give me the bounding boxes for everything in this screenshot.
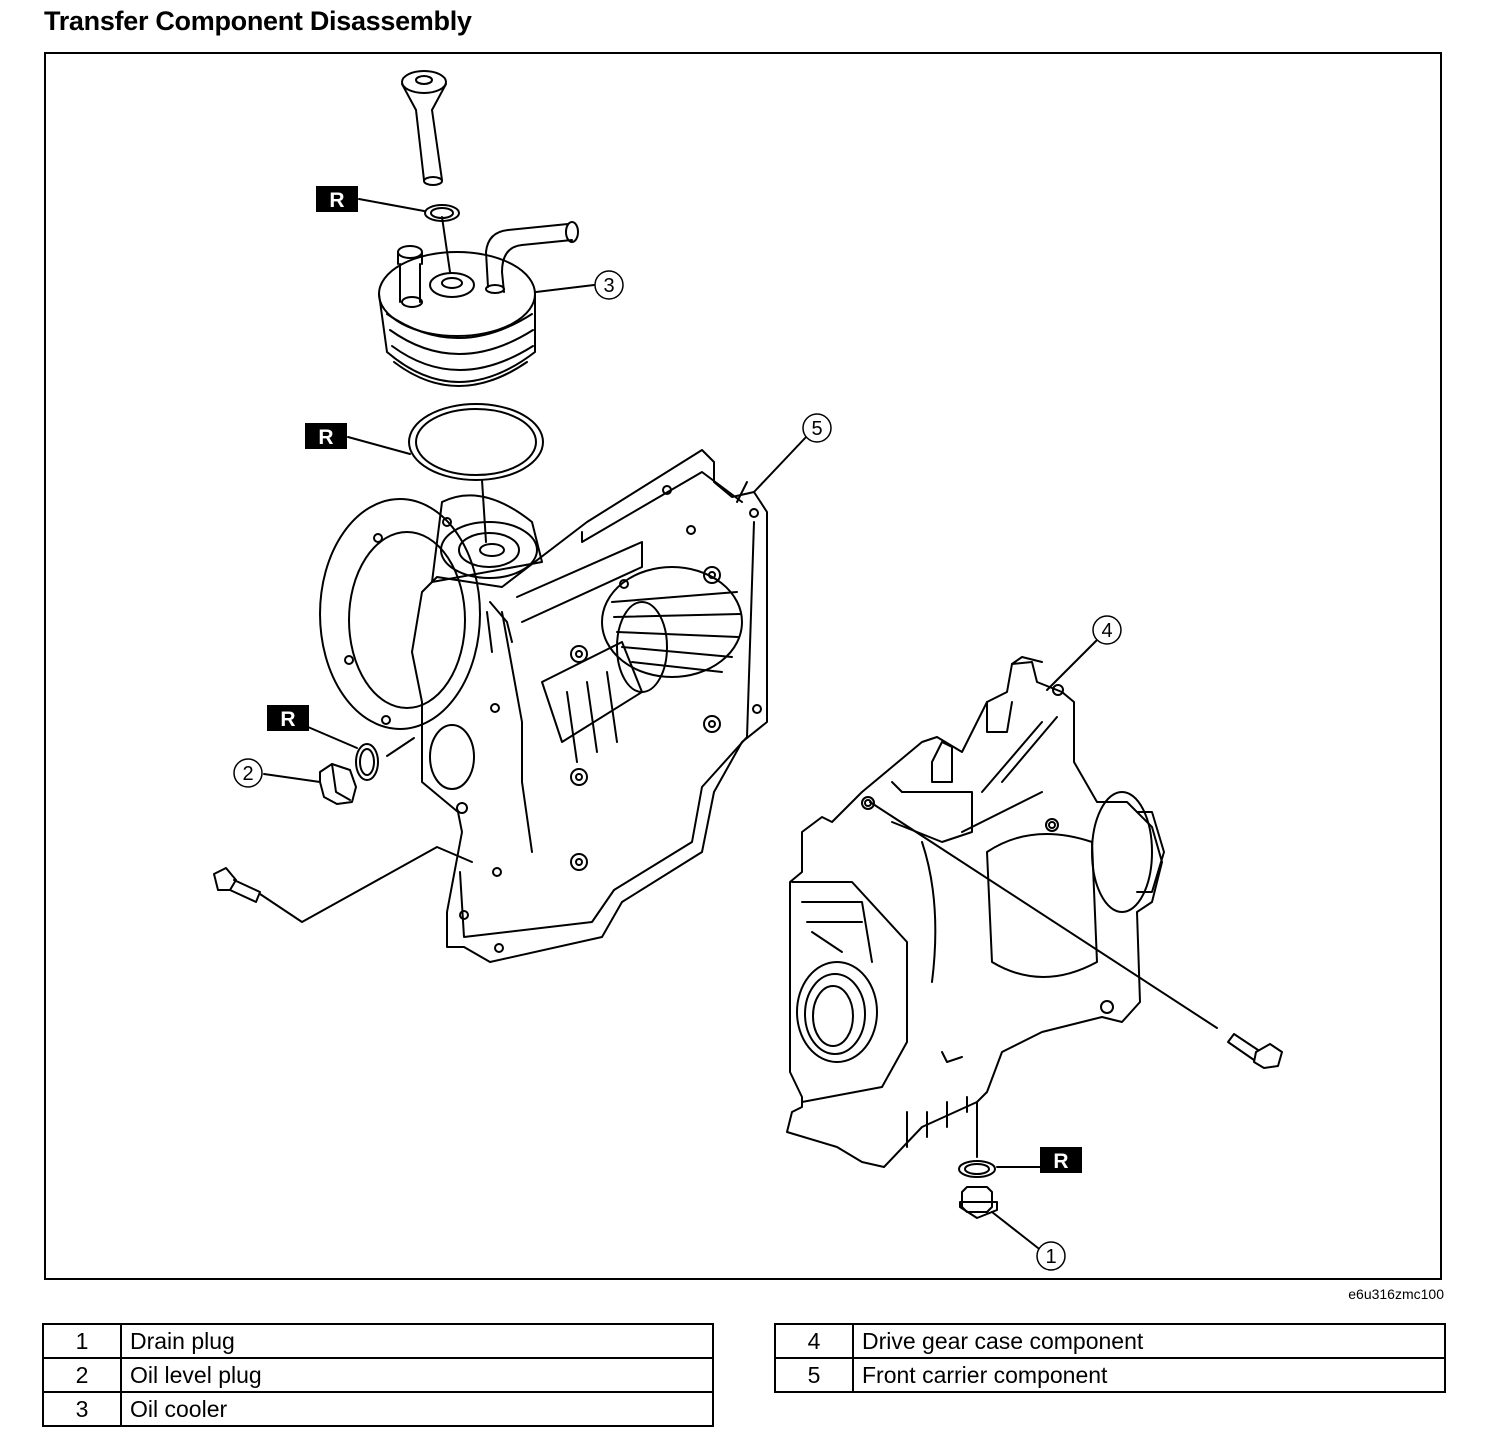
- oil-level-plug-drawing: [263, 763, 357, 805]
- svg-text:1: 1: [1045, 1246, 1056, 1268]
- replace-marks: R R R R 1 2 3: [233, 186, 1122, 1271]
- leader-3: [535, 284, 595, 293]
- replace-mark-2: R: [305, 423, 347, 449]
- svg-text:R: R: [1053, 1150, 1068, 1173]
- legend-row: 1 Drain plug: [42, 1323, 714, 1359]
- svg-text:R: R: [280, 708, 295, 731]
- legend-label: Oil level plug: [120, 1357, 714, 1393]
- svg-text:3: 3: [603, 275, 614, 297]
- legend-number: 4: [774, 1323, 854, 1359]
- legend-number: 2: [42, 1357, 122, 1393]
- gasket-oil-level: [307, 726, 415, 781]
- legend-label: Oil cooler: [120, 1391, 714, 1427]
- replace-mark-4: R: [1040, 1147, 1082, 1173]
- oil-cooler-drawing: [378, 216, 579, 387]
- svg-text:4: 4: [1101, 620, 1112, 642]
- leader-5: [753, 435, 808, 493]
- bolt-right: [869, 801, 1283, 1069]
- svg-text:R: R: [318, 426, 333, 449]
- legend-number: 3: [42, 1391, 122, 1427]
- drain-plug-drawing: [958, 1101, 1041, 1249]
- oil-pipe: [401, 70, 447, 186]
- callout-4: 4: [1092, 615, 1122, 645]
- replace-mark-1: R: [316, 186, 358, 212]
- diagram-frame: R R R R 1 2 3: [44, 52, 1442, 1280]
- o-ring-large: [347, 403, 544, 543]
- legend-row: 4 Drive gear case component: [774, 1323, 1446, 1359]
- callout-3: 3: [594, 270, 624, 300]
- drive-gear-case-drawing: [786, 656, 1165, 1168]
- legend-row: 2 Oil level plug: [42, 1357, 714, 1393]
- legend-row: 5 Front carrier component: [774, 1357, 1446, 1393]
- legend-table-right: 4 Drive gear case component 5 Front carr…: [774, 1323, 1446, 1393]
- exploded-view-drawing: [213, 70, 1283, 1249]
- svg-text:2: 2: [242, 763, 253, 785]
- legend-table-left: 1 Drain plug 2 Oil level plug 3 Oil cool…: [42, 1323, 714, 1427]
- legend-number: 5: [774, 1357, 854, 1393]
- replace-mark-3: R: [267, 705, 309, 731]
- callout-5: 5: [802, 413, 832, 443]
- svg-text:R: R: [329, 189, 344, 212]
- page-title: Transfer Component Disassembly: [44, 6, 472, 36]
- callout-1: 1: [1036, 1241, 1066, 1271]
- leader-4: [1046, 639, 1098, 691]
- legend-row: 3 Oil cooler: [42, 1391, 714, 1427]
- legend-label: Drive gear case component: [852, 1323, 1446, 1359]
- svg-text:5: 5: [811, 418, 822, 440]
- legend-number: 1: [42, 1323, 122, 1359]
- figure-code: e6u316zmc100: [1348, 1286, 1444, 1302]
- callout-2: 2: [233, 758, 263, 788]
- legend-label: Drain plug: [120, 1323, 714, 1359]
- legend-label: Front carrier component: [852, 1357, 1446, 1393]
- front-carrier-drawing: [319, 449, 768, 963]
- bolt-left: [213, 846, 473, 923]
